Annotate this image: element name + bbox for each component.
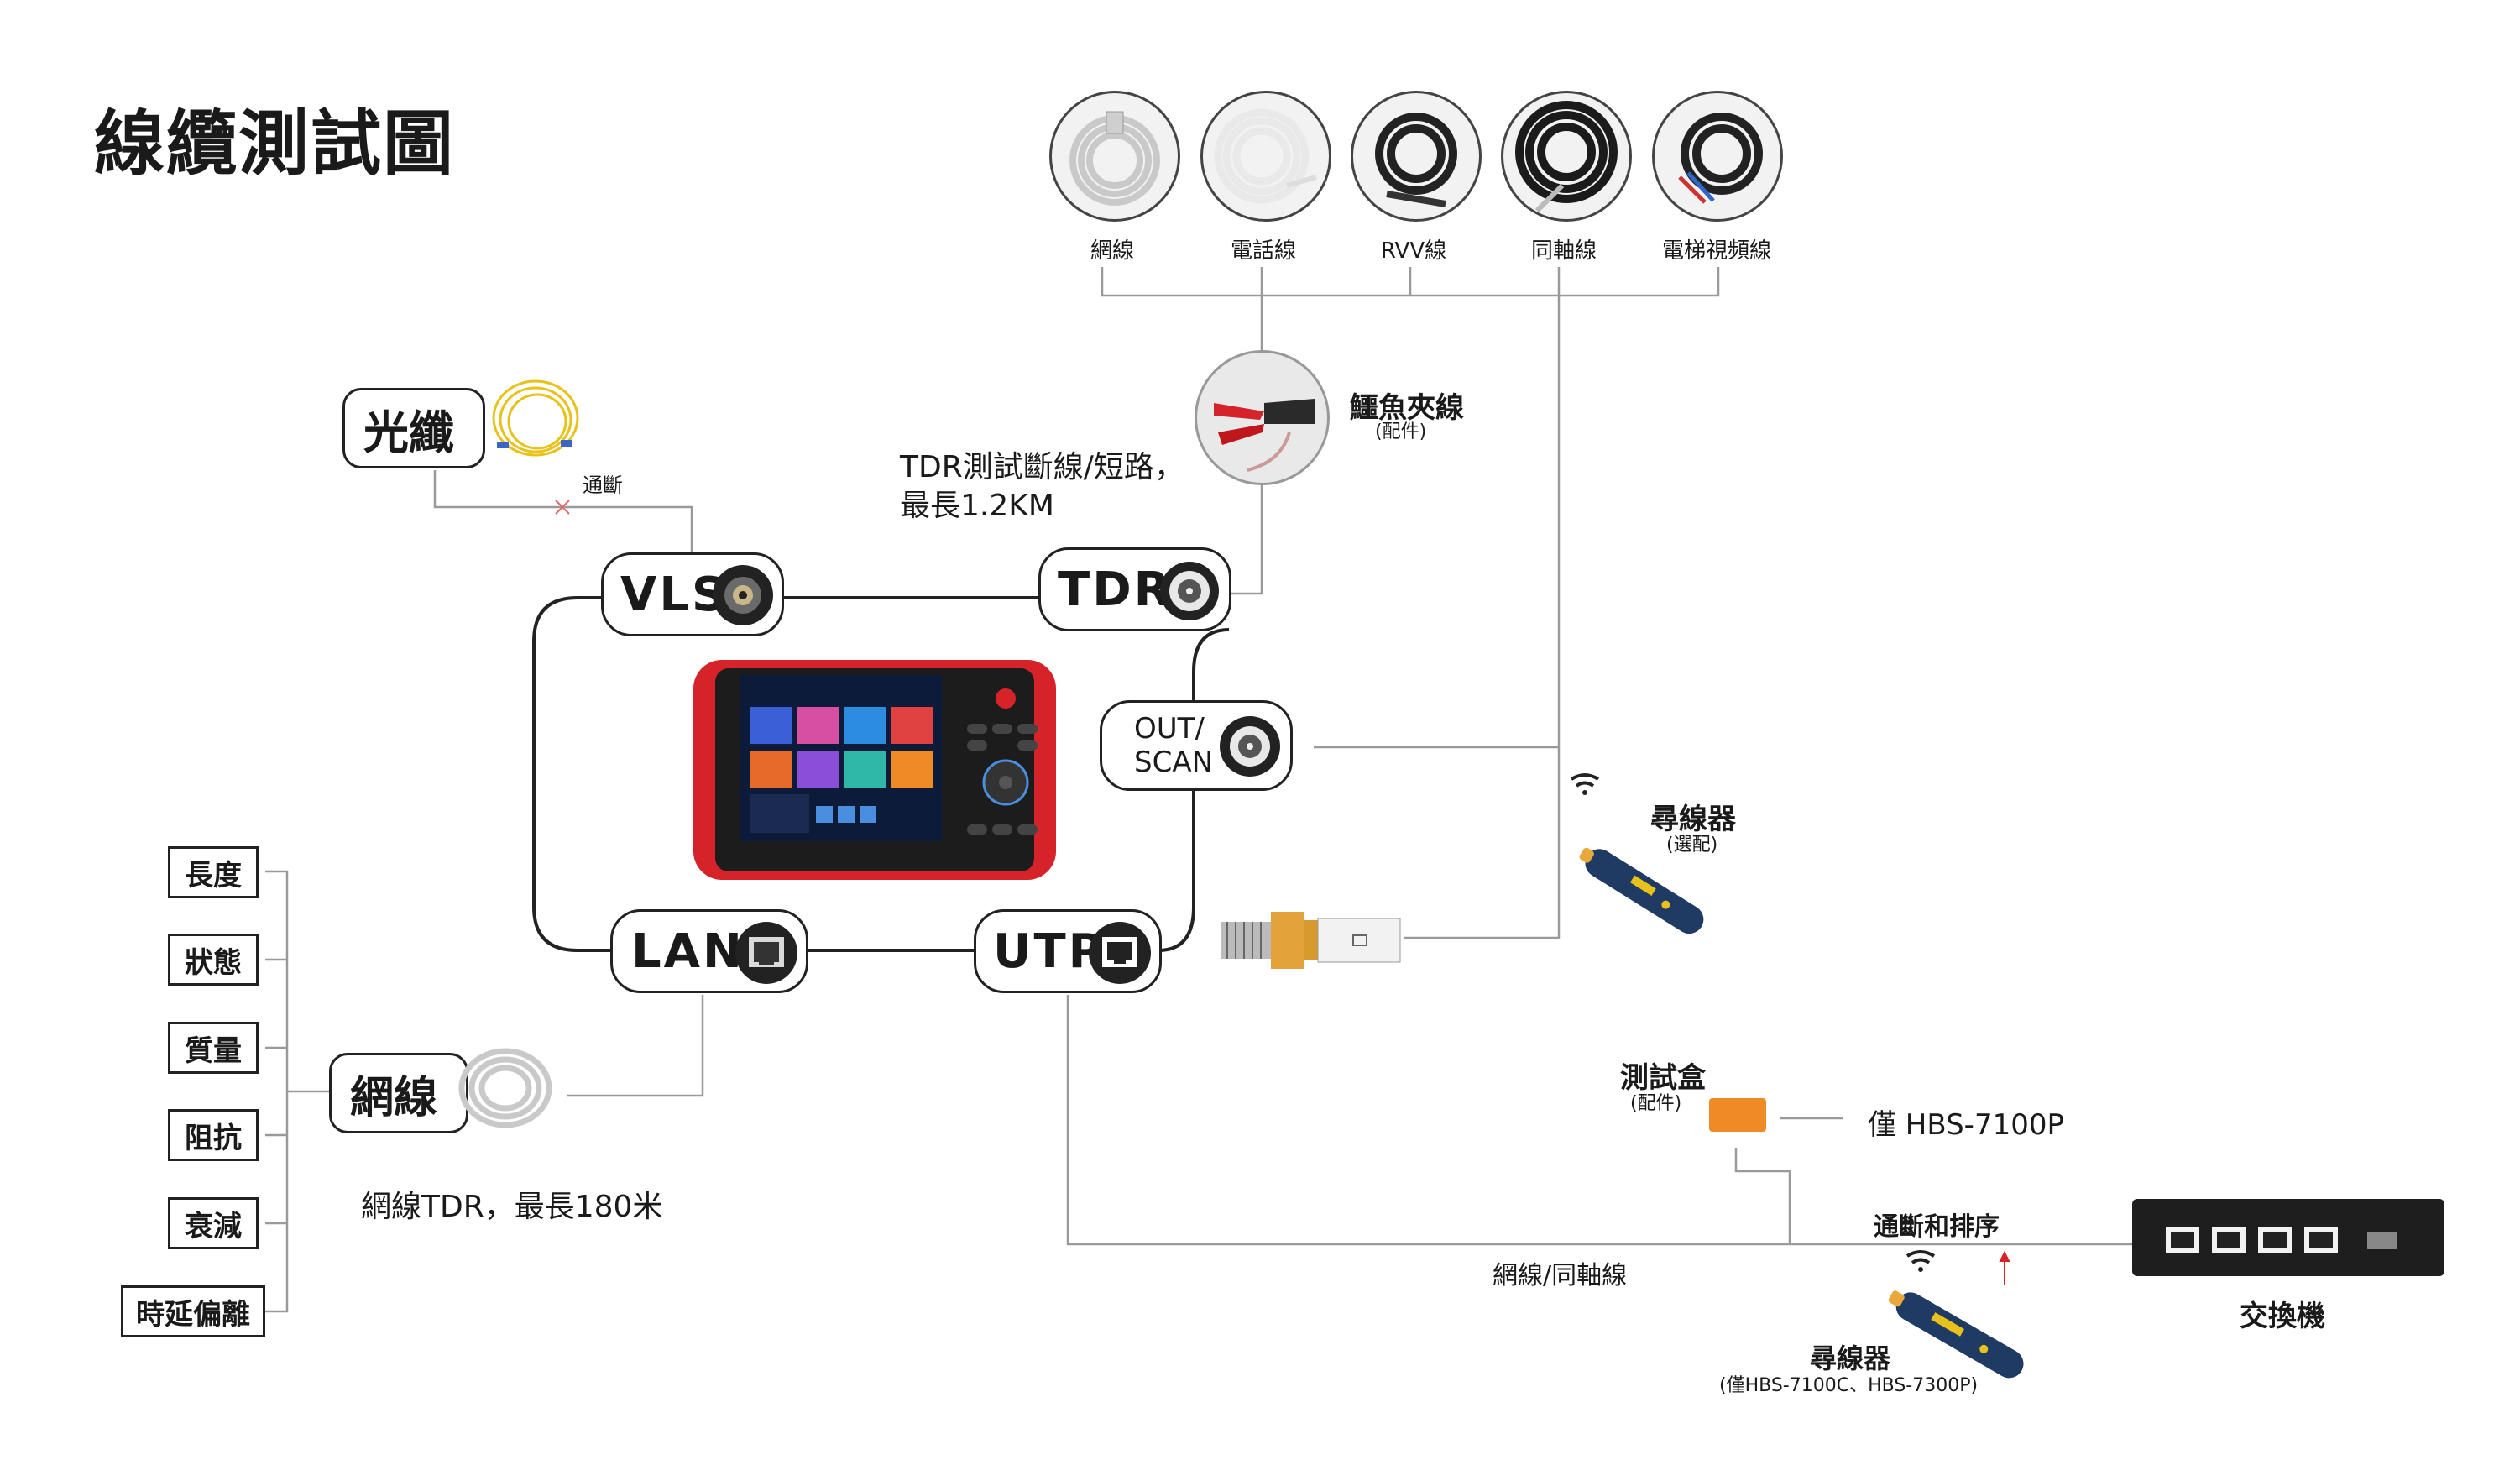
wire-finder-pen-image-bottom — [1877, 1276, 2045, 1394]
wifi-signal-icon — [1568, 772, 1602, 798]
alligator-clip-label: 鱷魚夾線 — [1350, 391, 1464, 425]
lan-port-label: LAN — [631, 924, 745, 979]
out-scan-connector-icon — [1220, 716, 1280, 777]
tdr-description-line1: TDR測試斷線/短路， — [900, 450, 1184, 484]
test-box-image — [1709, 1098, 1766, 1132]
wire-finder-optional-label: 尋線器 — [1650, 803, 1736, 836]
bnc-connector-image — [1219, 908, 1405, 972]
tester-device-image — [690, 657, 1059, 883]
attribute-attenuation: 衰減 — [168, 1197, 259, 1249]
wifi-signal-icon-bottom — [1904, 1249, 1937, 1274]
vls-port-label: VLS — [620, 567, 729, 622]
continuity-sequence-label: 通斷和排序 — [1874, 1212, 2000, 1242]
rvv-cable-icon — [1351, 91, 1482, 222]
tdr-description: TDR測試斷線/短路， 最長1.2KM — [900, 448, 1184, 526]
network-cable-box: 網線 — [329, 1053, 468, 1133]
out-scan-port: OUT/ SCAN — [1100, 700, 1293, 791]
attribute-length: 長度 — [168, 846, 259, 898]
network-cable-label: 網線 — [350, 1072, 438, 1123]
network-cable-coil-image — [453, 1041, 557, 1133]
wire-finder-bottom-label: 尋線器 — [1810, 1342, 1891, 1374]
tdr-description-line2: 最長1.2KM — [900, 489, 1054, 523]
attribute-impedance: 阻抗 — [168, 1109, 259, 1161]
network-switch-image — [2132, 1194, 2444, 1278]
fiber-cable-icon — [485, 371, 586, 472]
cable-label-rvv: RVV線 — [1380, 238, 1447, 264]
test-box-label: 測試盒 — [1620, 1061, 1706, 1095]
tdr-port: TDR — [1038, 547, 1231, 631]
attribute-delay-skew: 時延偏離 — [121, 1285, 265, 1337]
vls-port: VLS — [601, 552, 784, 636]
out-scan-label-1: OUT/ — [1134, 712, 1205, 746]
wire-finder-bottom-note: (僅HBS-7100C、HBS-7300P) — [1719, 1375, 1979, 1396]
wire-finder-pen-image — [1570, 831, 1721, 949]
alligator-clip-image — [1195, 350, 1330, 485]
network-cable-description: 網線TDR，最長180米 — [361, 1190, 663, 1224]
coaxial-cable-icon — [1501, 91, 1632, 222]
page-title: 線纜測試圖 — [94, 102, 456, 185]
attribute-status: 狀態 — [168, 934, 259, 986]
lan-connector-icon — [735, 922, 797, 984]
utp-connector-icon — [1089, 922, 1151, 984]
cable-label-elevator: 電梯視頻線 — [1661, 238, 1771, 264]
telephone-cable-icon — [1200, 91, 1331, 222]
fiber-box: 光纖 — [342, 388, 485, 468]
cable-label-coaxial: 同軸線 — [1530, 238, 1597, 264]
cable-label-telephone: 電話線 — [1230, 238, 1296, 264]
out-scan-label-2: SCAN — [1134, 746, 1214, 779]
utp-port-label: UTP — [993, 924, 1106, 979]
test-box-note: (配件) — [1630, 1093, 1682, 1114]
lan-port: LAN — [610, 909, 808, 993]
attribute-quality: 質量 — [168, 1022, 259, 1074]
cable-label-network: 網線 — [1090, 238, 1134, 264]
tdr-connector-icon — [1160, 562, 1219, 620]
test-box-model-label: 僅 HBS-7100P — [1868, 1108, 2064, 1142]
vls-connector-icon — [713, 565, 773, 625]
fiber-continuity-label: 通斷 — [583, 474, 623, 497]
wire-finder-optional-note: (選配) — [1666, 835, 1718, 856]
switch-label: 交換機 — [2240, 1300, 2325, 1333]
utp-port: UTP — [974, 909, 1162, 993]
tdr-port-label: TDR — [1058, 562, 1173, 617]
fiber-label: 光纖 — [363, 406, 454, 459]
bottom-cable-label: 網線/同軸線 — [1493, 1261, 1628, 1290]
network-cable-icon — [1049, 91, 1180, 222]
elevator-video-cable-icon — [1652, 91, 1783, 222]
alligator-clip-note: (配件) — [1375, 421, 1427, 442]
